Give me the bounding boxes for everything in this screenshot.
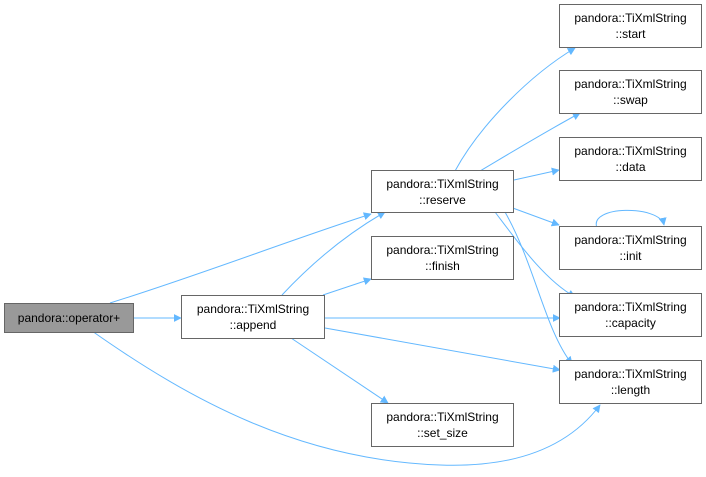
node-label-line: pandora::TiXmlString	[574, 11, 687, 25]
node-label-line: pandora::TiXmlString	[386, 176, 499, 191]
node-label-line: ::reserve	[419, 192, 466, 207]
node-label-line: pandora::TiXmlString	[196, 302, 310, 316]
node-append[interactable]: pandora::TiXmlString::append	[181, 295, 325, 339]
node-label-line: pandora::TiXmlString	[574, 77, 687, 91]
edge-append-to-finish	[322, 277, 372, 296]
node-label-line: ::data	[615, 160, 646, 174]
node-label-line: ::capacity	[605, 316, 656, 330]
node-start[interactable]: pandora::TiXmlString::start	[559, 4, 702, 48]
node-label-line: pandora::TiXmlString	[386, 243, 499, 257]
edge-reserve-to-length	[504, 211, 573, 365]
edge-reserve-to-init	[509, 206, 560, 227]
node-reserve[interactable]: pandora::TiXmlString::reserve	[371, 170, 514, 213]
node-set-size[interactable]: pandora::TiXmlString::set_size	[371, 403, 514, 447]
node-label-line: pandora::TiXmlString	[574, 144, 687, 158]
edge-append-to-reserve	[281, 211, 386, 296]
node-label-line: ::init	[619, 249, 642, 263]
node-init[interactable]: pandora::TiXmlString::init	[559, 226, 702, 270]
node-label-line: ::set_size	[417, 426, 468, 440]
node-label-line: pandora::TiXmlString	[574, 233, 687, 247]
node-label-line: ::finish	[425, 259, 460, 273]
node-data[interactable]: pandora::TiXmlString::data	[559, 137, 702, 181]
node-label-line: ::swap	[613, 93, 648, 107]
node-label-line: ::start	[615, 27, 646, 41]
node-length[interactable]: pandora::TiXmlString::length	[559, 360, 702, 404]
node-swap[interactable]: pandora::TiXmlString::swap	[559, 70, 702, 114]
node-label-line: ::length	[610, 383, 651, 397]
edge-reserve-to-start	[454, 47, 576, 172]
node-label-line: pandora::TiXmlString	[386, 410, 499, 424]
node-capacity[interactable]: pandora::TiXmlString::capacity	[559, 293, 702, 337]
edge-reserve-to-data	[513, 167, 560, 181]
edge-init-to-init-loop	[595, 209, 667, 229]
node-finish[interactable]: pandora::TiXmlString::finish	[371, 236, 514, 280]
node-label-line: pandora::operator+	[17, 311, 121, 325]
edge-operator-plus-to-reserve	[109, 212, 372, 304]
edge-reserve-to-capacity	[494, 211, 576, 298]
edge-append-to-length	[324, 327, 561, 373]
node-operator-plus: pandora::operator+	[4, 303, 134, 333]
edge-reserve-to-swap	[479, 112, 581, 172]
edge-append-to-set-size	[290, 337, 389, 404]
edge-operator-plus-to-length	[91, 330, 601, 466]
node-label-line: pandora::TiXmlString	[574, 300, 687, 314]
node-label-line: pandora::TiXmlString	[574, 367, 687, 381]
node-label-line: ::append	[229, 318, 277, 332]
